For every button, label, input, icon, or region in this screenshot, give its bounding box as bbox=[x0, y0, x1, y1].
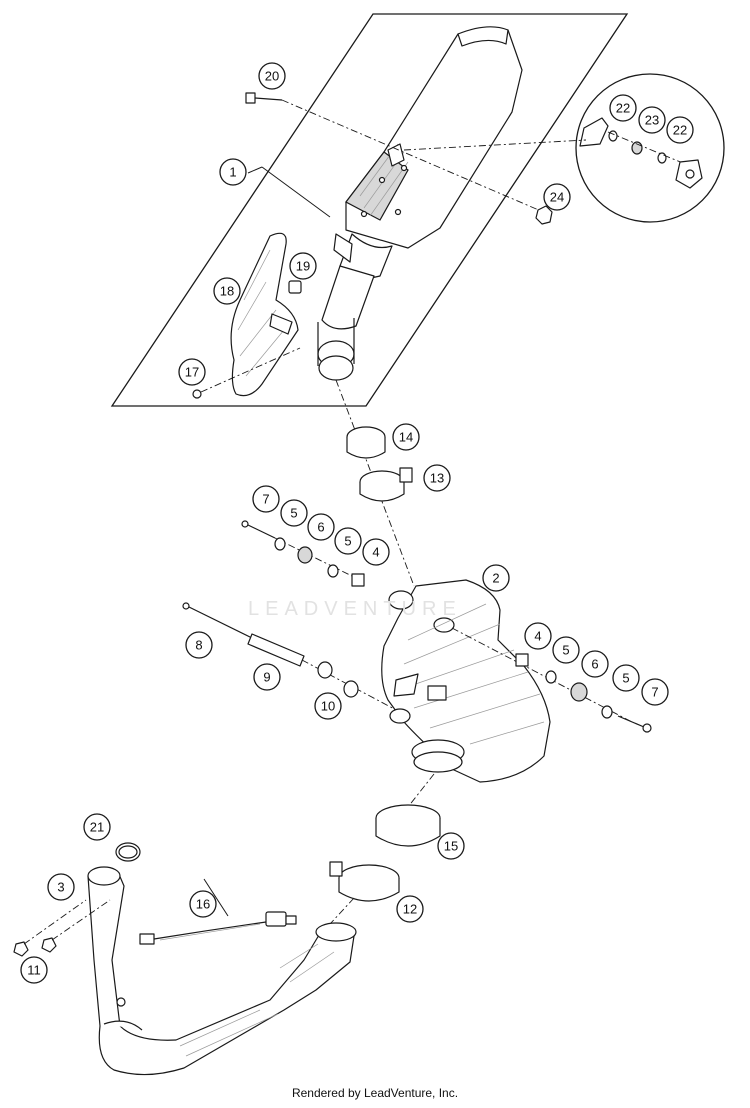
clamp-13[interactable] bbox=[359, 467, 413, 502]
svg-text:13: 13 bbox=[430, 471, 444, 486]
heat-shield[interactable] bbox=[230, 232, 299, 397]
screw-17[interactable] bbox=[192, 347, 301, 399]
svg-text:24: 24 bbox=[550, 190, 564, 205]
svg-text:7: 7 bbox=[651, 685, 658, 700]
svg-text:2: 2 bbox=[492, 571, 499, 586]
svg-text:3: 3 bbox=[57, 880, 64, 895]
callout-13[interactable]: 13 bbox=[423, 464, 451, 492]
callout-16[interactable]: 16 bbox=[189, 890, 217, 918]
bolt-20[interactable] bbox=[245, 92, 549, 215]
callout-11[interactable]: 11 bbox=[20, 956, 48, 984]
callout-23[interactable]: 23 bbox=[638, 106, 666, 134]
sensor-16[interactable] bbox=[139, 911, 297, 945]
callout-14[interactable]: 14 bbox=[392, 423, 420, 451]
sleeve-15[interactable] bbox=[375, 804, 441, 847]
callout-6a[interactable]: 6 bbox=[307, 513, 335, 541]
header-pipe[interactable] bbox=[87, 866, 357, 1076]
callout-19[interactable]: 19 bbox=[289, 252, 317, 280]
right-bolt-stack[interactable] bbox=[451, 627, 652, 733]
callout-4b[interactable]: 4 bbox=[524, 622, 552, 650]
callout-5b[interactable]: 5 bbox=[334, 527, 362, 555]
svg-text:1: 1 bbox=[229, 165, 236, 180]
gasket-21[interactable] bbox=[115, 842, 141, 862]
svg-text:17: 17 bbox=[185, 365, 199, 380]
callout-7b[interactable]: 7 bbox=[641, 678, 669, 706]
callout-15[interactable]: 15 bbox=[437, 832, 465, 860]
svg-text:18: 18 bbox=[220, 284, 234, 299]
callout-22b[interactable]: 22 bbox=[666, 116, 694, 144]
svg-text:15: 15 bbox=[444, 839, 458, 854]
svg-text:5: 5 bbox=[344, 534, 351, 549]
callout-3[interactable]: 3 bbox=[47, 873, 75, 901]
svg-text:11: 11 bbox=[27, 963, 41, 978]
sleeve-14[interactable] bbox=[346, 426, 386, 459]
svg-text:10: 10 bbox=[321, 699, 335, 714]
callout-5c[interactable]: 5 bbox=[552, 636, 580, 664]
callout-24[interactable]: 24 bbox=[543, 183, 571, 211]
svg-text:7: 7 bbox=[262, 492, 269, 507]
svg-text:9: 9 bbox=[263, 670, 270, 685]
svg-text:5: 5 bbox=[622, 671, 629, 686]
svg-text:4: 4 bbox=[372, 545, 379, 560]
svg-text:14: 14 bbox=[399, 430, 413, 445]
bolts-11[interactable] bbox=[13, 899, 111, 957]
svg-text:12: 12 bbox=[403, 902, 417, 917]
long-bolt-8[interactable] bbox=[182, 602, 253, 639]
callout-2[interactable]: 2 bbox=[482, 564, 510, 592]
detail-circle bbox=[575, 73, 725, 223]
callout-12[interactable]: 12 bbox=[396, 895, 424, 923]
svg-text:6: 6 bbox=[317, 520, 324, 535]
svg-text:22: 22 bbox=[616, 101, 630, 116]
svg-text:22: 22 bbox=[673, 123, 687, 138]
svg-text:5: 5 bbox=[562, 643, 569, 658]
callout-10[interactable]: 10 bbox=[314, 692, 342, 720]
svg-text:20: 20 bbox=[265, 69, 279, 84]
callout-7a[interactable]: 7 bbox=[252, 485, 280, 513]
callout-22a[interactable]: 22 bbox=[609, 94, 637, 122]
left-bolt-stack[interactable] bbox=[241, 520, 365, 587]
detail-bracket bbox=[403, 117, 703, 189]
svg-text:19: 19 bbox=[296, 259, 310, 274]
watermark: LEADVENTURE bbox=[248, 598, 462, 620]
sleeve-19[interactable] bbox=[288, 280, 302, 294]
callout-20[interactable]: 20 bbox=[258, 62, 286, 90]
callout-18[interactable]: 18 bbox=[213, 277, 241, 305]
rubbers-10[interactable] bbox=[317, 661, 359, 698]
callout-4a[interactable]: 4 bbox=[362, 538, 390, 566]
muffler-assembly-frame bbox=[110, 13, 629, 407]
svg-text:4: 4 bbox=[534, 629, 541, 644]
footer-credit: Rendered by LeadVenture, Inc. bbox=[291, 1086, 459, 1100]
clamp-12[interactable] bbox=[329, 861, 400, 925]
callout-17[interactable]: 17 bbox=[178, 358, 206, 386]
svg-text:6: 6 bbox=[591, 657, 598, 672]
svg-text:21: 21 bbox=[90, 820, 104, 835]
callout-9[interactable]: 9 bbox=[253, 663, 281, 691]
callout-8[interactable]: 8 bbox=[185, 631, 213, 659]
silencer[interactable] bbox=[317, 26, 523, 381]
svg-text:16: 16 bbox=[196, 897, 210, 912]
callout-6b[interactable]: 6 bbox=[581, 650, 609, 678]
svg-text:8: 8 bbox=[195, 638, 202, 653]
callout-21[interactable]: 21 bbox=[83, 813, 111, 841]
pre-silencer[interactable] bbox=[381, 579, 551, 783]
nut-24[interactable] bbox=[535, 205, 553, 225]
callout-1[interactable]: 1 bbox=[219, 158, 247, 186]
svg-text:23: 23 bbox=[645, 113, 659, 128]
callout-5d[interactable]: 5 bbox=[612, 664, 640, 692]
svg-text:5: 5 bbox=[290, 506, 297, 521]
callout-5a[interactable]: 5 bbox=[280, 499, 308, 527]
